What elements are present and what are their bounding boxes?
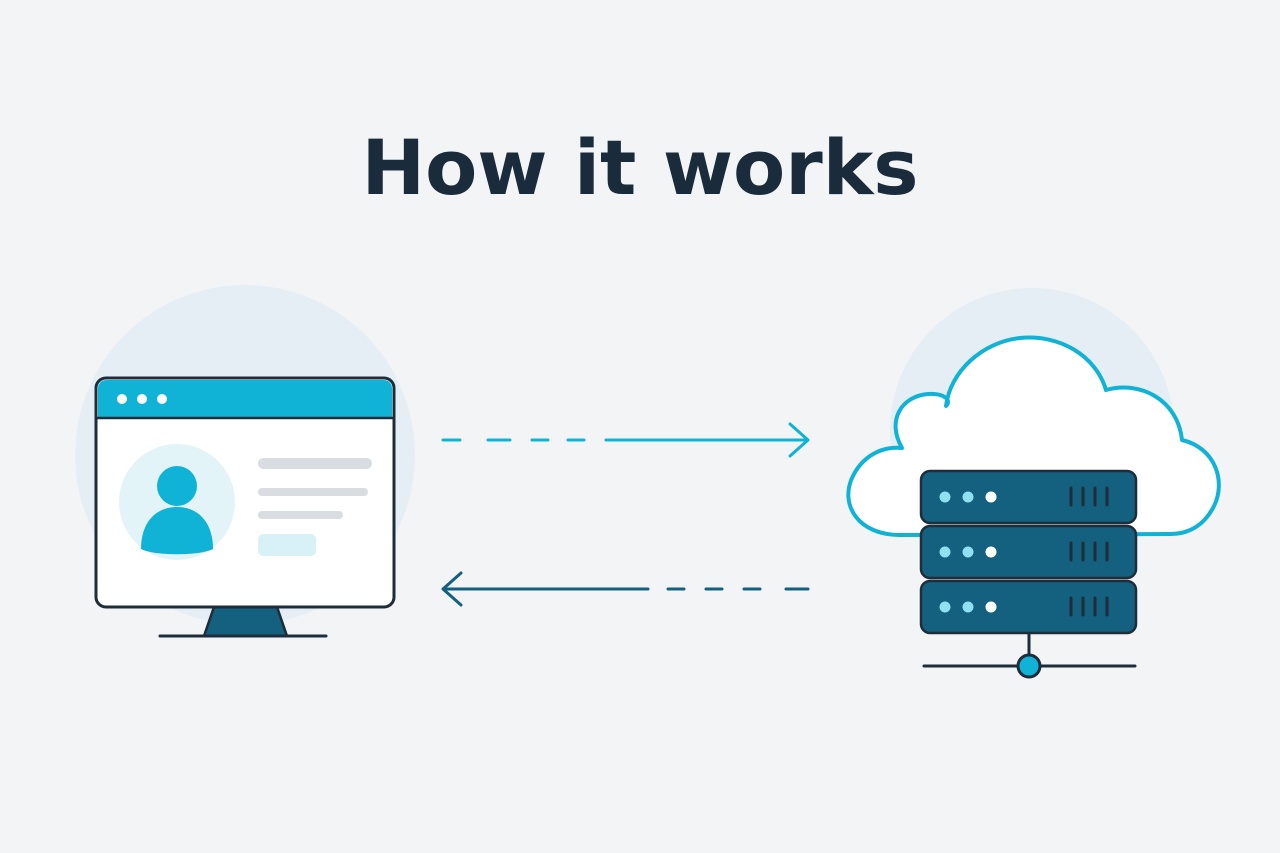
page-title: How it works: [361, 123, 919, 212]
text-placeholder-line: [258, 511, 343, 519]
monitor-stand: [202, 605, 289, 638]
text-placeholder-line: [258, 458, 372, 469]
network-connector-icon: [922, 633, 1137, 679]
client-computer: [75, 285, 415, 638]
window-dot: [117, 394, 127, 404]
window-dot: [137, 394, 147, 404]
request-arrow: [441, 422, 810, 458]
response-arrow: [441, 571, 810, 607]
browser-titlebar: [98, 380, 392, 417]
arrow-right-head: [788, 422, 810, 458]
server-unit: [919, 524, 1138, 580]
user-icon: [141, 466, 213, 555]
window-dot: [157, 394, 167, 404]
server-unit: [919, 469, 1138, 525]
arrow-left-head: [441, 571, 463, 607]
text-placeholder-line: [258, 488, 368, 496]
server-unit: [919, 579, 1138, 635]
placeholder-button: [258, 534, 316, 556]
cloud-server: [846, 288, 1221, 679]
